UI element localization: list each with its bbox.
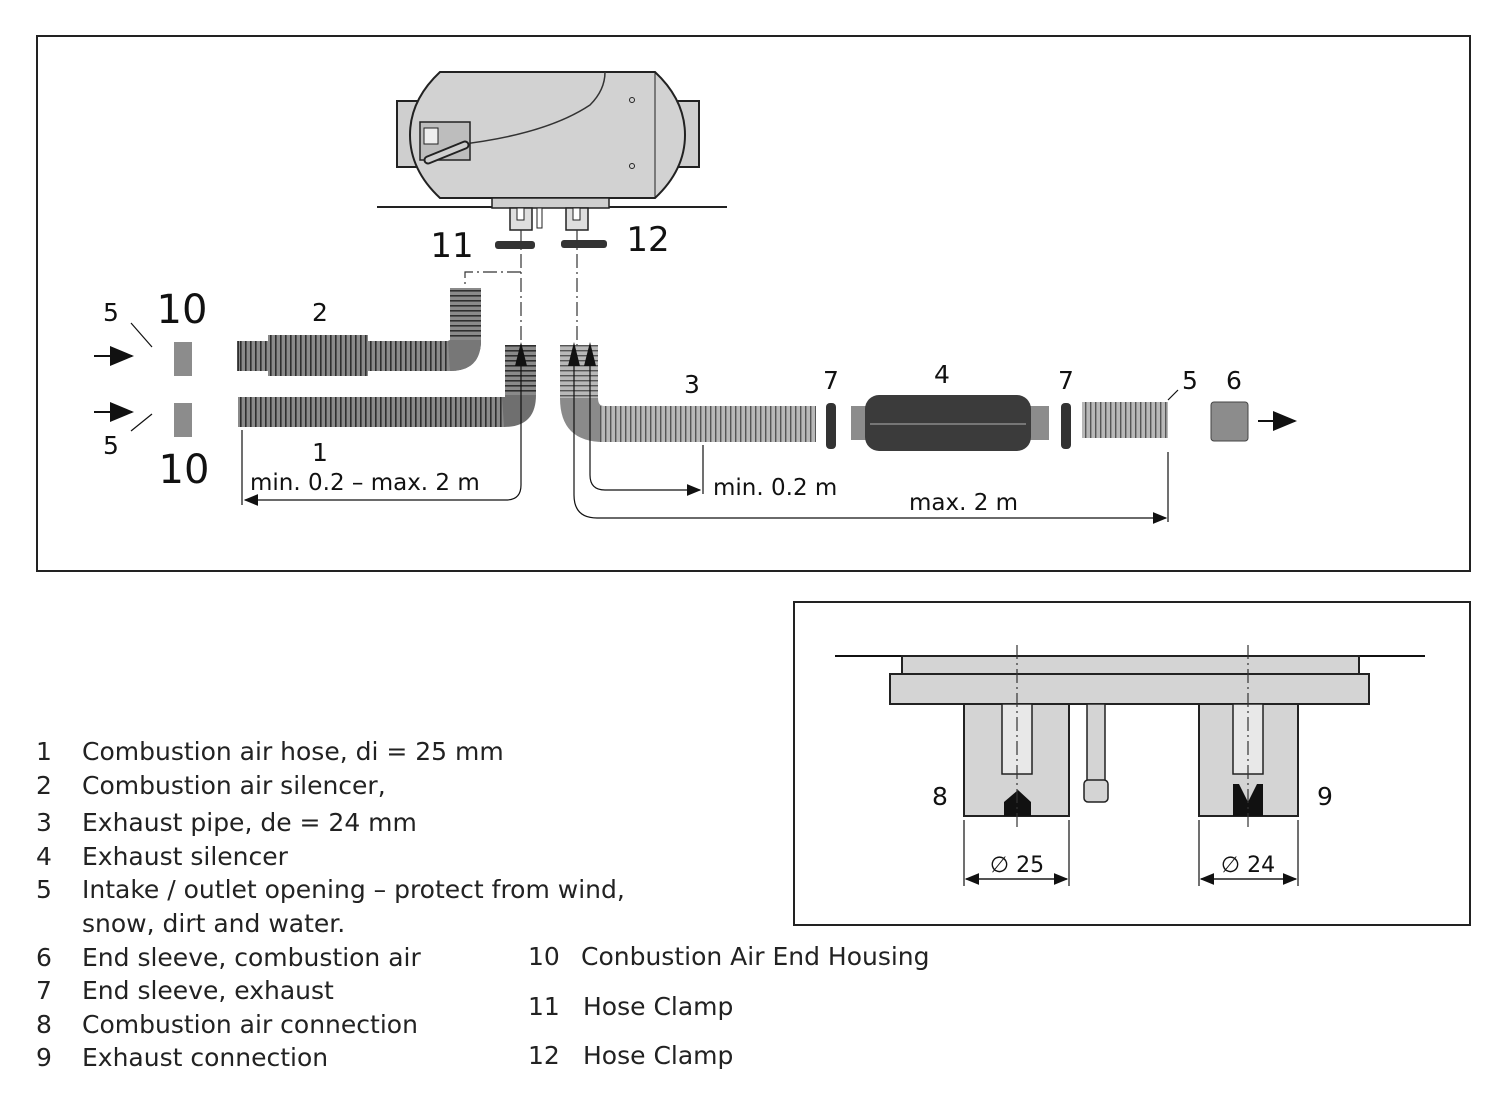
label-10-top: 10	[157, 287, 208, 333]
exhaust-silencer	[851, 395, 1049, 451]
label-6: 6	[1226, 366, 1242, 395]
dim-diameter-air: ∅ 25	[990, 853, 1044, 878]
label-1: 1	[312, 438, 328, 467]
dim-diameter-exhaust: ∅ 24	[1221, 853, 1275, 878]
label-5-bottom: 5	[103, 431, 119, 460]
label-7-right: 7	[1058, 366, 1074, 395]
dimension-lines	[241, 366, 1169, 524]
dim-exhaust-max: max. 2 m	[909, 490, 1018, 516]
centre-lines	[464, 230, 578, 345]
dim-intake-length: min. 0.2 – max. 2 m	[250, 470, 480, 496]
detail-frame	[793, 601, 1471, 926]
hose-clamp-12	[561, 240, 607, 248]
label-3: 3	[684, 370, 700, 399]
label-2: 2	[312, 298, 328, 327]
main-diagram-frame	[36, 35, 1471, 572]
end-sleeve-exhaust-right	[1061, 403, 1071, 449]
combustion-air-silencer	[237, 288, 481, 376]
dim-exhaust-min: min. 0.2 m	[713, 475, 837, 501]
connection-detail	[835, 645, 1425, 886]
label-9: 9	[1317, 782, 1333, 811]
end-sleeve-exhaust-left	[826, 403, 836, 449]
heater-unit	[396, 71, 700, 199]
exhaust-tail-pipe	[1082, 402, 1168, 438]
end-housing-10-bottom	[174, 403, 192, 437]
end-sleeve-combustion-air	[1210, 401, 1249, 442]
label-5-top: 5	[103, 298, 119, 327]
label-5-outlet: 5	[1182, 366, 1198, 395]
label-11: 11	[430, 226, 473, 266]
label-8: 8	[932, 782, 948, 811]
heater-base-plate	[491, 197, 610, 209]
hose-clamp-11	[495, 241, 535, 249]
label-10-bottom: 10	[159, 447, 210, 493]
label-7-left: 7	[823, 366, 839, 395]
label-12: 12	[626, 220, 669, 260]
end-housing-10-top	[174, 342, 192, 376]
label-4: 4	[934, 360, 950, 389]
